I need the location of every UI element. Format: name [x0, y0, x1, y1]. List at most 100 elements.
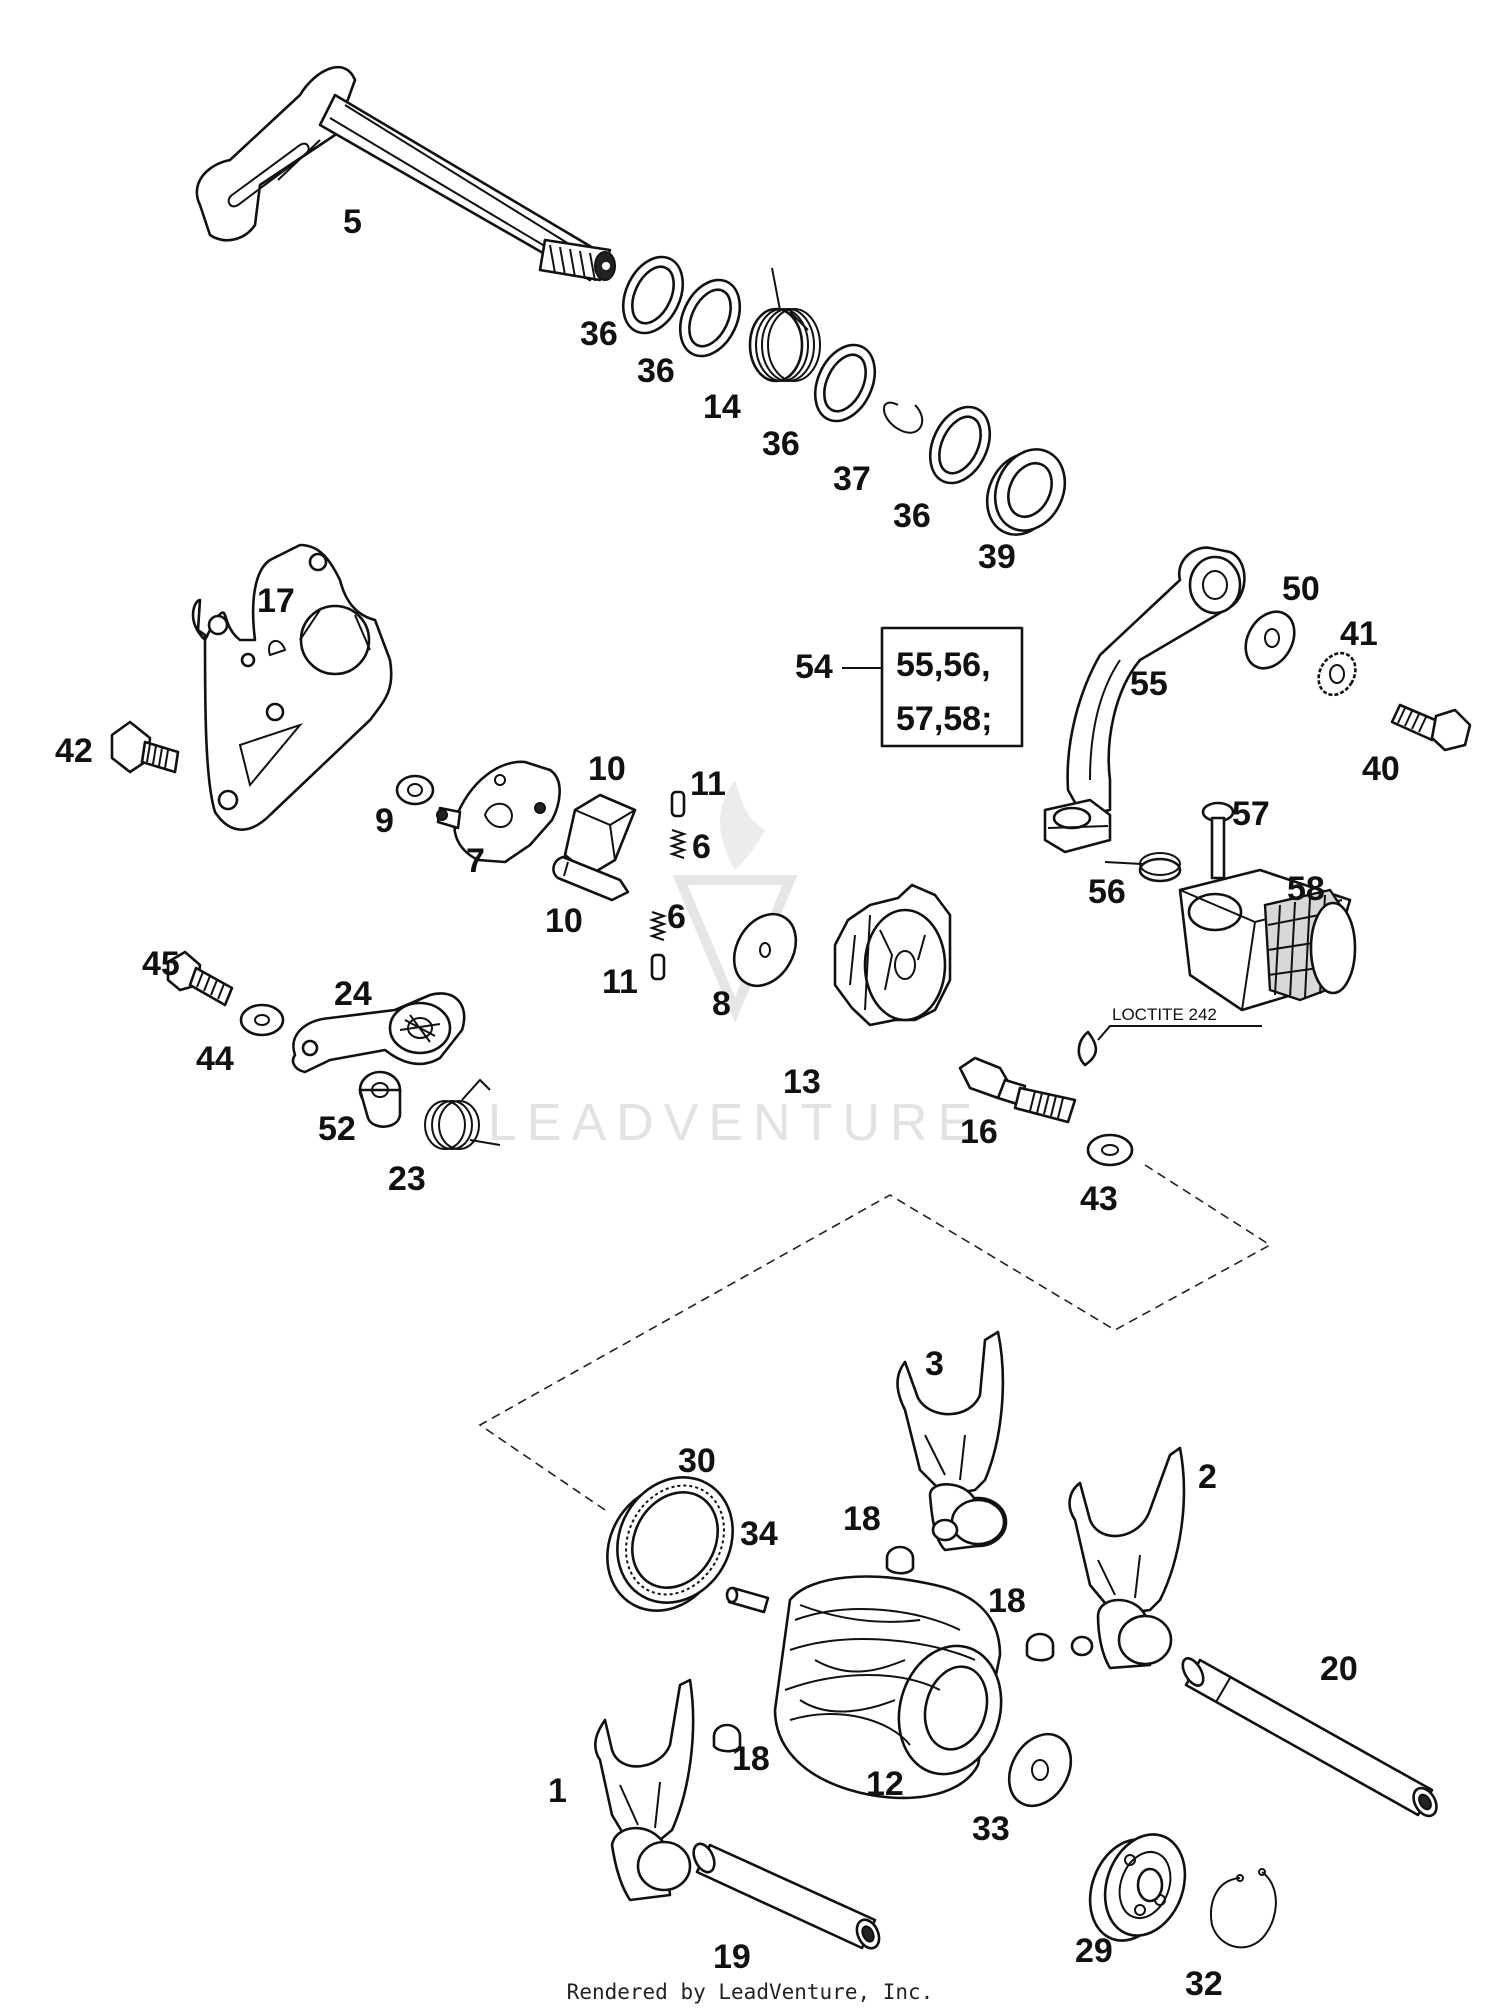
label-part-11: 11 — [690, 765, 726, 803]
label-part-44: 44 — [196, 1040, 234, 1078]
label-part-37: 37 — [833, 460, 871, 498]
part-8-disc — [732, 912, 798, 988]
part-18-guide-roller — [1025, 1632, 1055, 1662]
label-part-29: 29 — [1075, 1932, 1113, 1970]
label-part-23: 23 — [388, 1160, 426, 1198]
loctite-callout: LOCTITE 242 — [1097, 1005, 1262, 1041]
label-part-58: 58 — [1287, 870, 1325, 908]
part-12-shift-drum — [773, 1575, 1003, 1800]
part-10-pawl — [552, 855, 630, 902]
part-20-fork-shaft — [1181, 1657, 1438, 1818]
part-19-fork-shaft — [692, 1842, 881, 1950]
label-part-5: 5 — [343, 203, 362, 241]
label-part-7: 7 — [466, 842, 485, 880]
part-30-needle-bearing — [606, 1476, 734, 1612]
part-36-washer — [621, 255, 685, 335]
part-3-shift-fork — [896, 1330, 1008, 1552]
part-41-lock-washer — [1317, 651, 1357, 697]
label-part-2: 2 — [1198, 1458, 1217, 1496]
label-part-9: 9 — [375, 802, 394, 840]
label-part-32: 32 — [1185, 1965, 1223, 2003]
part-32-circlip — [1210, 1868, 1277, 1949]
part-34-dowel-pin — [725, 1586, 770, 1614]
part-43-washer — [1086, 1133, 1134, 1167]
part-42-bolt — [110, 720, 180, 774]
part-29-ball-bearing — [1088, 1833, 1187, 1942]
part-40-bolt — [1390, 703, 1472, 752]
part-1-shift-fork — [594, 1678, 695, 1902]
label-part-12: 12 — [866, 1765, 904, 1803]
part-36-washer — [678, 278, 742, 358]
part-39-oil-seal — [985, 448, 1067, 536]
label-part-18: 18 — [843, 1500, 881, 1538]
label-part-13: 13 — [783, 1063, 821, 1101]
label-part-55: 55 — [1130, 665, 1168, 703]
part-36-washer — [813, 343, 877, 423]
part-50-washer — [1244, 610, 1296, 670]
part-23-detent-spring — [424, 1078, 501, 1150]
label-part-16: 16 — [960, 1113, 998, 1151]
part-10-pawl — [563, 793, 637, 877]
part-17-bracket-plate — [191, 543, 393, 831]
label-part-18: 18 — [988, 1582, 1026, 1620]
part-7-shift-cam — [436, 760, 561, 864]
label-part-41: 41 — [1340, 615, 1378, 653]
label-part-19: 19 — [713, 1938, 751, 1976]
label-part-34: 34 — [740, 1515, 778, 1553]
loctite-drop-icon — [1077, 1030, 1098, 1067]
part-58-shift-tip — [1178, 868, 1357, 1012]
part-55-shift-lever — [1043, 546, 1246, 854]
label-part-40: 40 — [1362, 750, 1400, 788]
part-13-shift-drum-star — [833, 883, 952, 1027]
label-part-18: 18 — [732, 1740, 770, 1778]
assembly-dashed-line — [478, 1164, 1272, 1511]
part-11-pin — [650, 953, 666, 981]
label-part-30: 30 — [678, 1442, 716, 1480]
label-part-11: 11 — [602, 963, 638, 1001]
label-part-6: 6 — [667, 898, 686, 936]
part-9-washer — [395, 774, 435, 806]
part-37-circlip — [883, 401, 924, 434]
part-52-bushing — [358, 1070, 402, 1128]
label-part-50: 50 — [1282, 570, 1320, 608]
part-6-spring — [648, 911, 668, 941]
label-part-52: 52 — [318, 1110, 356, 1148]
label-part-3: 3 — [925, 1345, 944, 1383]
label-part-17: 17 — [257, 582, 295, 620]
label-part-24: 24 — [334, 975, 372, 1013]
part-56-spring — [1104, 852, 1182, 883]
loctite-callout-text: LOCTITE 242 — [1112, 1005, 1217, 1024]
kit-contents-line1: 55,56, — [896, 646, 991, 684]
part-11-pin — [670, 790, 686, 818]
part-6-spring — [668, 829, 688, 859]
part-33-shim-washer — [1007, 1732, 1073, 1808]
kit-contents-line2: 57,58; — [896, 700, 992, 738]
part-24-detent-lever — [291, 992, 466, 1074]
part-18-guide-roller — [712, 1723, 742, 1753]
label-part-8: 8 — [712, 985, 731, 1023]
label-part-36: 36 — [762, 425, 800, 463]
part-16-shouldered-bolt — [958, 1056, 1077, 1124]
label-part-10: 10 — [545, 902, 583, 940]
label-part-33: 33 — [972, 1810, 1010, 1848]
label-part-1: 1 — [548, 1772, 567, 1810]
label-part-42: 42 — [55, 732, 93, 770]
watermark: LEADVENTURE — [488, 780, 982, 1152]
kit-number-label: 54 — [795, 648, 833, 686]
part-36-washer — [928, 405, 992, 485]
watermark-text: LEADVENTURE — [488, 1094, 982, 1152]
label-part-36: 36 — [637, 352, 675, 390]
kit-callout-54: 54 55,56, 57,58; — [795, 626, 1024, 748]
label-part-57: 57 — [1232, 795, 1270, 833]
label-part-39: 39 — [978, 538, 1016, 576]
render-credit-footer: Rendered by LeadVenture, Inc. — [566, 1980, 934, 2004]
label-part-6: 6 — [692, 828, 711, 866]
part-14-return-spring — [748, 267, 821, 383]
part-5-shift-shaft — [195, 65, 616, 282]
part-57-pivot-pin — [1201, 801, 1235, 880]
label-part-45: 45 — [142, 945, 180, 983]
part-2-shift-fork — [1068, 1446, 1186, 1670]
label-part-36: 36 — [580, 315, 618, 353]
label-part-20: 20 — [1320, 1650, 1358, 1688]
